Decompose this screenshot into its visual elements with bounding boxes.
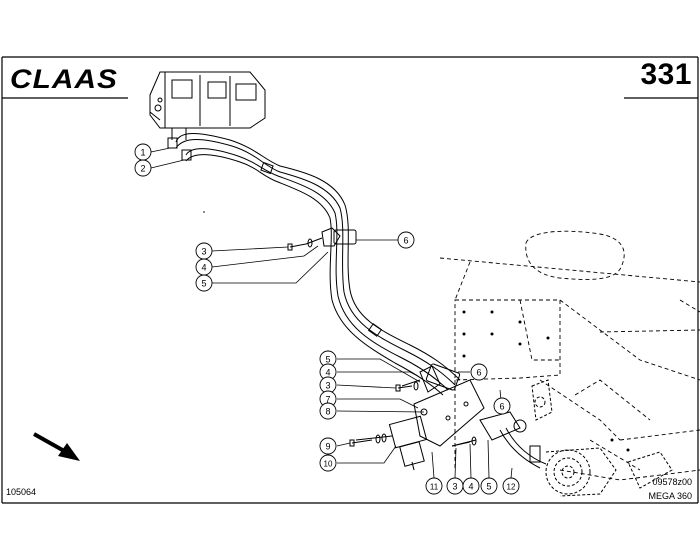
callout-3-lower: 3 — [446, 477, 464, 495]
svg-text:6: 6 — [476, 368, 481, 378]
stray-dot — [203, 211, 205, 213]
gearbox-hub — [531, 379, 673, 497]
svg-text:2: 2 — [140, 164, 145, 174]
hose-clamp-lower — [401, 363, 461, 393]
svg-text:CLAAS: CLAAS — [10, 64, 118, 94]
svg-text:1: 1 — [140, 148, 145, 158]
svg-text:3: 3 — [325, 381, 330, 391]
svg-text:8: 8 — [325, 407, 330, 417]
callout-5-lower: 5 — [480, 477, 498, 495]
hose-clamp-upper — [305, 227, 357, 247]
document-code: 105064 — [6, 487, 37, 497]
callout-1: 1 — [134, 143, 152, 161]
direction-arrow-icon — [33, 432, 80, 461]
callout-5-upper: 5 — [195, 274, 213, 292]
svg-text:6: 6 — [403, 236, 408, 246]
svg-text:12: 12 — [507, 483, 516, 492]
svg-text:10: 10 — [324, 460, 333, 469]
callout-6-lower: 6 — [493, 397, 511, 415]
valve-block — [149, 71, 266, 161]
callout-6-middle: 6 — [470, 363, 488, 381]
machine-frame-outline — [439, 230, 700, 481]
callout-9: 9 — [319, 437, 337, 455]
model-name: MEGA 360 — [648, 491, 692, 501]
page-number: 331 — [640, 58, 692, 91]
callout-leaders — [150, 147, 513, 479]
svg-text:4: 4 — [468, 482, 473, 492]
callout-6-upper: 6 — [397, 231, 415, 249]
machine-frame-dots — [462, 310, 630, 452]
drawing-id: 09578z00 — [652, 477, 692, 487]
callout-4-upper: 4 — [195, 258, 213, 276]
svg-text:5: 5 — [201, 279, 206, 289]
svg-text:7: 7 — [325, 395, 330, 405]
svg-text:11: 11 — [430, 483, 439, 492]
callout-12: 12 — [502, 477, 520, 495]
svg-text:4: 4 — [201, 263, 206, 273]
mounting-bracket — [355, 379, 547, 471]
callout-11: 11 — [425, 477, 443, 495]
callout-8: 8 — [319, 402, 337, 420]
svg-text:9: 9 — [325, 442, 330, 452]
svg-text:5: 5 — [325, 355, 330, 365]
svg-text:4: 4 — [325, 368, 330, 378]
hydraulic-hoses — [175, 133, 461, 396]
svg-text:5: 5 — [486, 482, 491, 492]
callout-2: 2 — [134, 159, 152, 177]
bolts-and-washers — [287, 238, 477, 447]
svg-text:6: 6 — [499, 402, 504, 412]
callout-3-upper: 3 — [195, 242, 213, 260]
callout-4-lower: 4 — [462, 477, 480, 495]
callout-10: 10 — [319, 454, 337, 472]
claas-logo: CLAAS — [10, 64, 118, 94]
callout-7: 7 — [319, 390, 337, 408]
svg-text:3: 3 — [452, 482, 457, 492]
svg-text:3: 3 — [201, 247, 206, 257]
